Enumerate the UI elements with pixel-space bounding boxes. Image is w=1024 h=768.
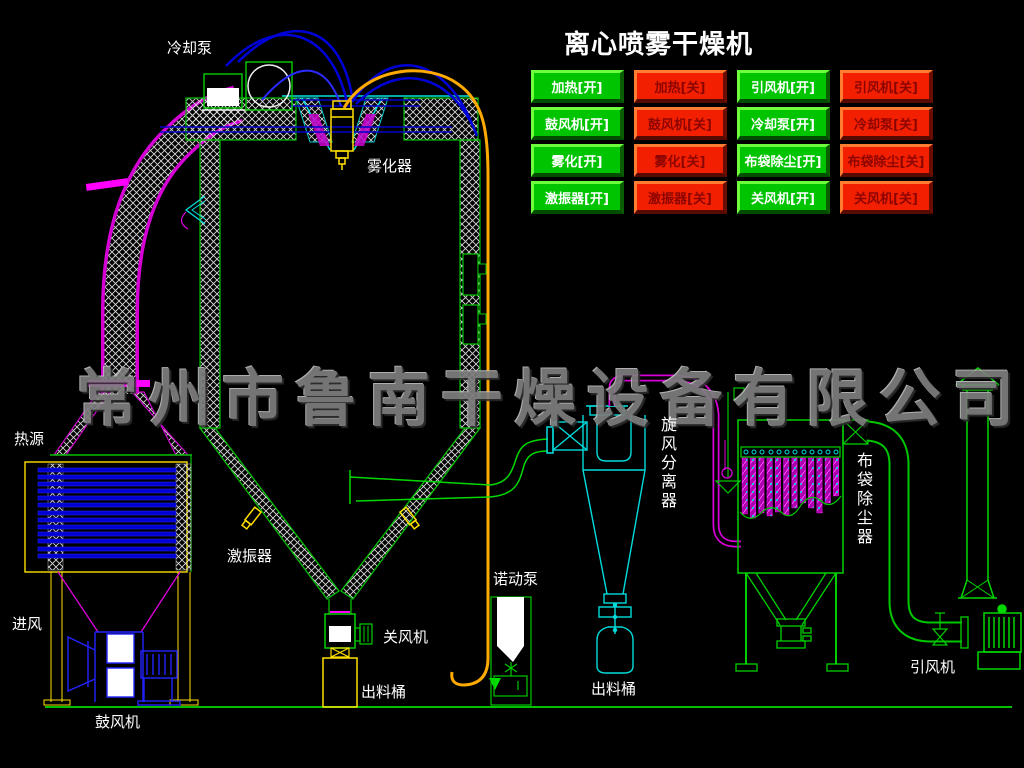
label-feed-pump: 诺动泵 bbox=[493, 570, 538, 588]
label-discharge-barrel-left: 出料桶 bbox=[361, 683, 406, 701]
btn-atomize-on[interactable]: 雾化[开] bbox=[531, 144, 624, 177]
cooling-pump bbox=[202, 61, 293, 111]
control-button-grid: 加热[开] 加热[关] 引风机[开] 引风机[关] 鼓风机[开] 鼓风机[关] … bbox=[531, 70, 933, 214]
btn-blower-on[interactable]: 鼓风机[开] bbox=[531, 107, 624, 140]
induced-draft-fan bbox=[955, 367, 1022, 670]
outlet-duct bbox=[349, 426, 554, 504]
btn-blower-off[interactable]: 鼓风机[关] bbox=[634, 107, 727, 140]
stack-cap bbox=[955, 367, 1000, 386]
exciter-left bbox=[240, 506, 263, 530]
heater bbox=[24, 454, 199, 706]
btn-exciter-on[interactable]: 激振器[开] bbox=[531, 181, 624, 214]
filter-bags bbox=[741, 457, 839, 519]
clean-air-duct bbox=[865, 420, 969, 649]
btn-airlock-fan-off[interactable]: 关风机[关] bbox=[840, 181, 933, 214]
duct-damper bbox=[931, 612, 949, 646]
exciter-right bbox=[398, 506, 421, 530]
feed-pipe bbox=[342, 69, 501, 690]
btn-bag-filter-on[interactable]: 布袋除尘[开] bbox=[737, 144, 830, 177]
label-air-inlet: 进风 bbox=[12, 615, 42, 633]
flow-arrow bbox=[489, 678, 501, 690]
btn-atomize-off[interactable]: 雾化[关] bbox=[634, 144, 727, 177]
cyclone-riser-pipe bbox=[608, 374, 741, 548]
label-rotary-airlock: 关风机 bbox=[383, 628, 428, 646]
btn-bag-filter-off[interactable]: 布袋除尘[关] bbox=[840, 144, 933, 177]
btn-exciter-off[interactable]: 激振器[关] bbox=[634, 181, 727, 214]
btn-cooling-pump-on[interactable]: 冷却泵[开] bbox=[737, 107, 830, 140]
discharge-barrel-left bbox=[322, 657, 358, 708]
label-cooling-pump: 冷却泵 bbox=[167, 39, 212, 57]
btn-induced-fan-off[interactable]: 引风机[关] bbox=[840, 70, 933, 103]
label-discharge-barrel-right: 出料桶 bbox=[591, 680, 636, 698]
btn-heating-on[interactable]: 加热[开] bbox=[531, 70, 624, 103]
drying-chamber bbox=[160, 95, 487, 614]
feed-tank bbox=[490, 596, 532, 706]
btn-heating-off[interactable]: 加热[关] bbox=[634, 70, 727, 103]
btn-airlock-fan-on[interactable]: 关风机[开] bbox=[737, 181, 830, 214]
pulse-cleaner bbox=[714, 387, 745, 494]
page-title: 离心喷雾干燥机 bbox=[564, 30, 754, 60]
label-heat-source: 热源 bbox=[14, 430, 44, 448]
label-cyclone-separator: 旋风分离器 bbox=[658, 416, 677, 511]
label-bag-filter: 布袋除尘器 bbox=[854, 452, 873, 547]
bag-filter bbox=[735, 419, 869, 672]
atomizer bbox=[330, 100, 354, 170]
label-induced-fan: 引风机 bbox=[910, 658, 955, 676]
cyclone-separator bbox=[552, 405, 646, 595]
label-exciter: 激振器 bbox=[227, 547, 272, 565]
btn-cooling-pump-off[interactable]: 冷却泵[关] bbox=[840, 107, 933, 140]
label-atomizer: 雾化器 bbox=[367, 157, 412, 175]
diagram-labels: 冷却泵 雾化器 热源 进风 鼓风机 激振器 关风机 出料桶 诺动泵 出料桶 引风… bbox=[12, 39, 955, 731]
label-blower: 鼓风机 bbox=[95, 713, 140, 731]
btn-induced-fan-on[interactable]: 引风机[开] bbox=[737, 70, 830, 103]
rotary-airlock-valve bbox=[324, 613, 373, 658]
blower bbox=[67, 631, 181, 706]
discharge-barrel-right-shape bbox=[596, 593, 634, 674]
